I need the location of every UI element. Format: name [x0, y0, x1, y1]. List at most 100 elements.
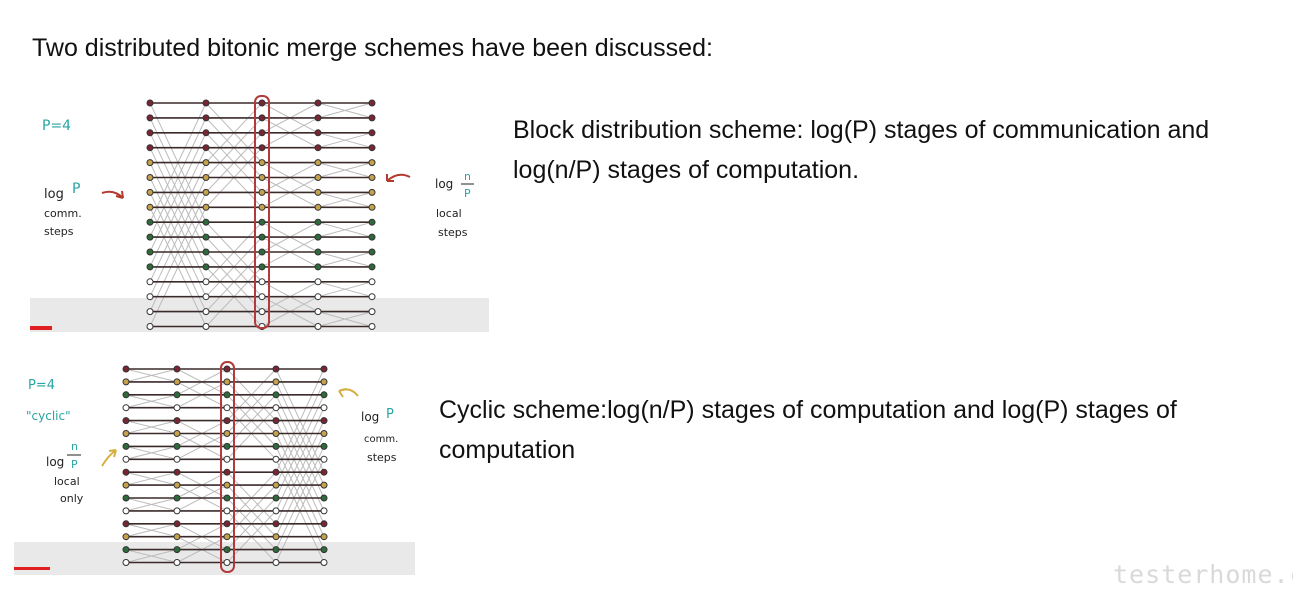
network-node [258, 159, 266, 167]
network-node [272, 559, 280, 566]
network-node [314, 308, 322, 316]
network-node [272, 442, 280, 450]
watermark: testerhome.com [1113, 560, 1293, 589]
network-node [258, 233, 266, 241]
network-node [173, 365, 181, 373]
network-node [223, 442, 231, 450]
right-line2: steps [438, 226, 468, 239]
network-node [314, 114, 322, 122]
network-node [258, 218, 266, 226]
network-node [320, 559, 328, 566]
network-node [173, 481, 181, 489]
block-scheme-text: Block distribution scheme: log(P) stages… [513, 116, 1210, 184]
progress-indicator [30, 326, 52, 330]
network-node [368, 114, 376, 122]
right-line1: local [436, 207, 462, 220]
network-node [202, 308, 210, 316]
network-node [320, 468, 328, 476]
network-node [122, 546, 130, 554]
network-node [202, 263, 210, 271]
network-node [320, 430, 328, 437]
network-node [368, 203, 376, 211]
network-node [258, 174, 266, 181]
right-line1: comm. [364, 434, 398, 445]
network-cross-line [125, 471, 178, 486]
network-node [320, 404, 328, 412]
network-node [314, 218, 322, 226]
network-node [146, 188, 154, 196]
network-node [258, 188, 266, 196]
network-node [173, 494, 181, 502]
network-node [146, 129, 154, 137]
network-node [368, 233, 376, 241]
block-network [146, 99, 376, 330]
network-node [122, 520, 130, 528]
network-node [314, 248, 322, 256]
network-cross-line [317, 281, 373, 298]
network-node [272, 365, 280, 373]
network-node [320, 455, 328, 463]
network-node [202, 159, 210, 167]
network-node [368, 174, 376, 181]
network-cross-line [317, 191, 373, 208]
network-node [173, 404, 181, 412]
network-node [272, 520, 280, 528]
p-label: P=4 [28, 378, 55, 393]
network-cross-line [317, 221, 373, 238]
network-node [223, 404, 231, 412]
network-node [173, 378, 181, 386]
network-cross-line [125, 420, 178, 434]
network-node [314, 323, 322, 330]
network-node [146, 248, 154, 256]
right-p: P [464, 187, 471, 200]
network-node [272, 430, 280, 437]
network-node [122, 507, 130, 515]
network-node [272, 455, 280, 463]
network-node [146, 263, 154, 271]
right-arrow-head [338, 388, 347, 398]
network-node [223, 481, 231, 489]
network-node [314, 99, 322, 107]
network-node [223, 546, 231, 554]
network-node [173, 559, 181, 566]
network-node [314, 174, 322, 181]
network-node [320, 378, 328, 386]
network-cross-line [125, 368, 178, 383]
network-node [173, 442, 181, 450]
right-arrow-head [386, 174, 394, 182]
network-node [146, 233, 154, 241]
network-node [368, 159, 376, 167]
network-node [320, 417, 328, 425]
network-node [314, 233, 322, 241]
network-node [258, 248, 266, 256]
video-bar-bg [14, 542, 415, 575]
left-log: log [44, 187, 64, 202]
network-node [146, 293, 154, 301]
network-node [320, 507, 328, 515]
network-node [146, 159, 154, 167]
network-node [122, 404, 130, 412]
network-node [122, 417, 130, 425]
right-log: log [361, 410, 379, 424]
network-node [202, 129, 210, 137]
network-node [272, 481, 280, 489]
network-node [173, 455, 181, 463]
network-node [122, 533, 130, 541]
network-node [122, 365, 130, 373]
network-node [122, 391, 130, 399]
network-node [314, 293, 322, 301]
network-node [368, 248, 376, 256]
highlight-oval [220, 361, 235, 573]
network-node [173, 520, 181, 528]
network-node [258, 129, 266, 137]
network-node [368, 323, 376, 330]
network-node [314, 188, 322, 196]
network-node [223, 391, 231, 399]
right-log: log [435, 177, 453, 191]
network-node [122, 430, 130, 437]
network-node [314, 263, 322, 271]
network-node [258, 203, 266, 211]
network-node [314, 144, 322, 152]
left-line2: only [60, 492, 84, 505]
network-node [258, 263, 266, 271]
